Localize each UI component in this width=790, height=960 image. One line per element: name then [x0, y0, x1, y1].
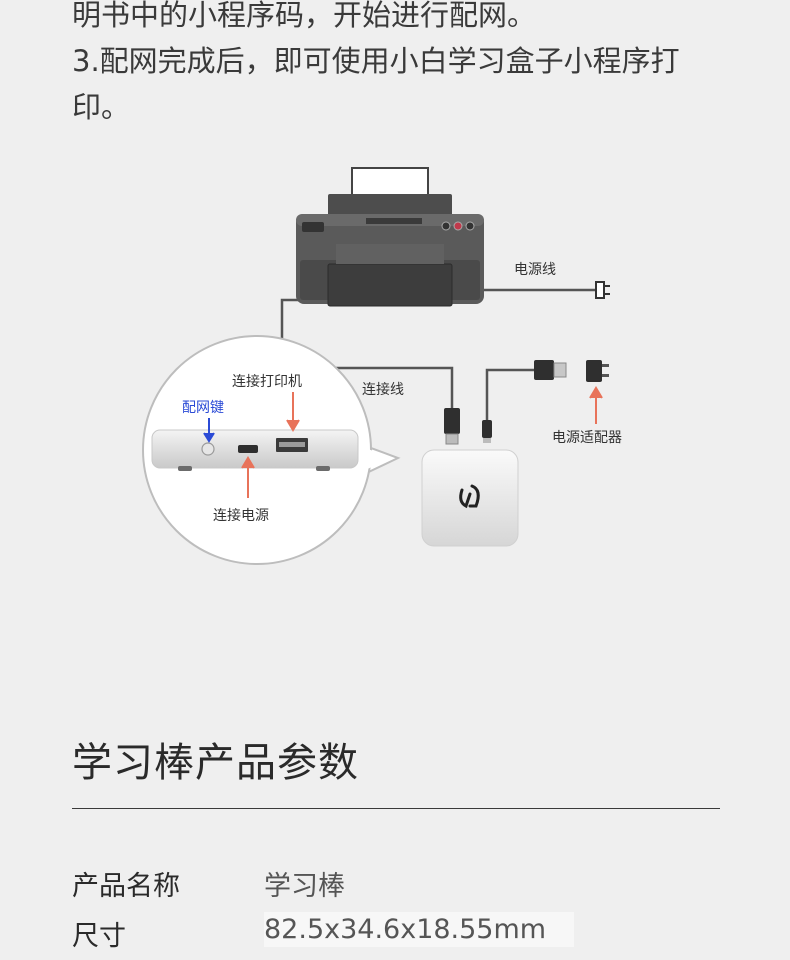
power-adapter-icon — [586, 360, 609, 382]
device-side-view — [151, 429, 359, 471]
spec-row-size: 尺寸 82.5x34.6x18.55mm — [72, 912, 732, 954]
spec-label: 尺寸 — [72, 921, 126, 952]
callout-arrows — [203, 392, 300, 498]
adapter-arrow — [589, 386, 603, 424]
instruction-line: 印。 — [72, 90, 131, 124]
instruction-line: 3.配网完成后，即可使用小白学习盒子小程序打 — [72, 44, 680, 78]
learning-box-icon — [421, 449, 519, 547]
connection-diagram: 电源线 连接打印机 配网键 连接电源 连接线 — [0, 150, 790, 580]
adapter-usb-plug-icon — [534, 360, 567, 380]
network-key-label: 配网键 — [182, 400, 224, 416]
network-button-icon — [201, 442, 215, 456]
section-title: 学习棒产品参数 — [72, 740, 359, 786]
connect-cable-label: 连接线 — [362, 381, 404, 398]
micro-usb-port-icon — [238, 445, 258, 453]
power-adapter-label: 电源适配器 — [552, 430, 622, 446]
section-divider — [72, 808, 720, 809]
printer-icon — [296, 167, 484, 307]
spec-value: 82.5x34.6x18.55mm — [264, 912, 575, 947]
instruction-line: 明书中的小程序码，开始进行配网。 — [72, 0, 537, 32]
power-cord-label: 电源线 — [514, 262, 556, 278]
spec-label: 产品名称 — [72, 871, 180, 902]
micro-usb-plug-icon — [482, 420, 492, 443]
usb-plug-icon — [444, 408, 460, 445]
plug-icon — [595, 281, 610, 299]
spec-value: 学习棒 — [264, 871, 345, 902]
spec-row-name: 产品名称 学习棒 — [72, 864, 732, 904]
instructions-text: 明书中的小程序码，开始进行配网。 3.配网完成后，即可使用小白学习盒子小程序打 … — [72, 0, 732, 130]
connect-printer-label: 连接打印机 — [232, 373, 302, 390]
connect-power-label: 连接电源 — [213, 507, 269, 524]
